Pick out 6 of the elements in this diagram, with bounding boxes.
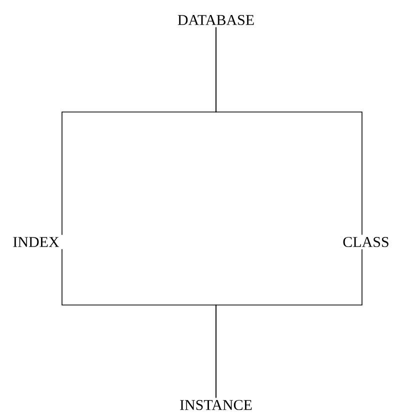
connector-line <box>216 248 362 398</box>
node-label: INDEX <box>13 237 60 247</box>
node-label: INSTANCE <box>180 400 252 410</box>
node-label: CLASS <box>343 236 388 248</box>
connector-line <box>216 26 362 236</box>
node-label: DATABASE <box>178 14 254 26</box>
